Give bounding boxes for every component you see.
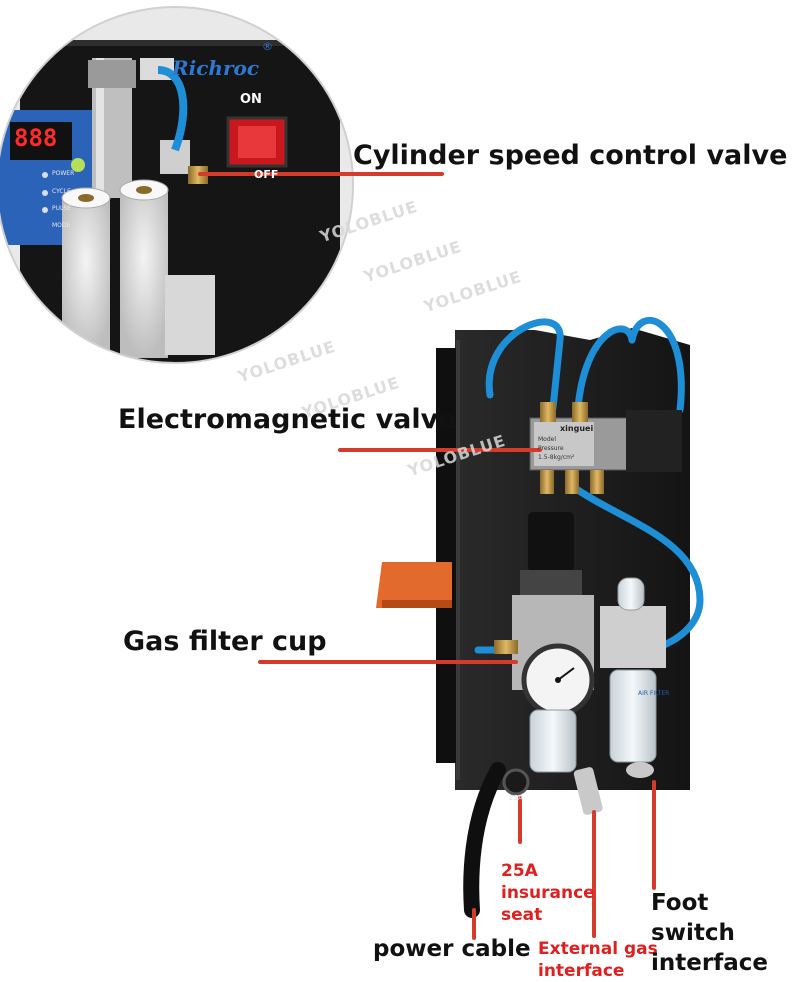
- label-25a-insurance-seat: 25A insurance seat: [501, 861, 595, 925]
- copper-plate: [376, 562, 452, 608]
- solenoid-valve-body: [529, 402, 682, 494]
- power-cable-line: [463, 762, 506, 918]
- switch-on-label: ON: [240, 92, 262, 107]
- electrode-left: [61, 187, 111, 358]
- label-power-cable: power cable: [373, 936, 531, 962]
- switch-off-label: OFF: [254, 168, 279, 181]
- display-indicator-1: POWER: [52, 170, 75, 177]
- label-external-gas-interface: External gas interface: [538, 939, 658, 981]
- bottom-connectors: [502, 762, 654, 815]
- callout-lines: [198, 172, 656, 940]
- valve-plate-3: 1.5-8kg/cm²: [538, 454, 575, 461]
- inset-closeup: [0, 7, 353, 363]
- label-foot-switch-interface: Foot switch interface: [651, 890, 768, 976]
- fuse-mark: 25A: [509, 794, 523, 802]
- label-gas-filter-cup: Gas filter cup: [123, 626, 327, 657]
- brand-logo: Richroc: [172, 56, 259, 80]
- brand-mark: ®: [262, 40, 273, 53]
- filter-regulator-unit: [494, 512, 666, 773]
- display-indicator-3: PULSE: [52, 205, 71, 212]
- label-cylinder-speed-control-valve: Cylinder speed control valve: [353, 140, 788, 171]
- electrode-right: [119, 179, 169, 358]
- display-indicator-2: CYCLE: [52, 188, 71, 195]
- valve-plate-1: Model: [538, 436, 557, 443]
- display-digits: 888: [14, 124, 58, 152]
- filter-plate: AIR FILTER: [638, 690, 670, 697]
- valve-plate-2: Pressure: [538, 445, 564, 452]
- label-electromagnetic-valve: Electromagnetic valve: [118, 404, 457, 435]
- valve-brand: xinguei: [560, 424, 594, 433]
- display-indicator-4: MODE: [52, 222, 71, 229]
